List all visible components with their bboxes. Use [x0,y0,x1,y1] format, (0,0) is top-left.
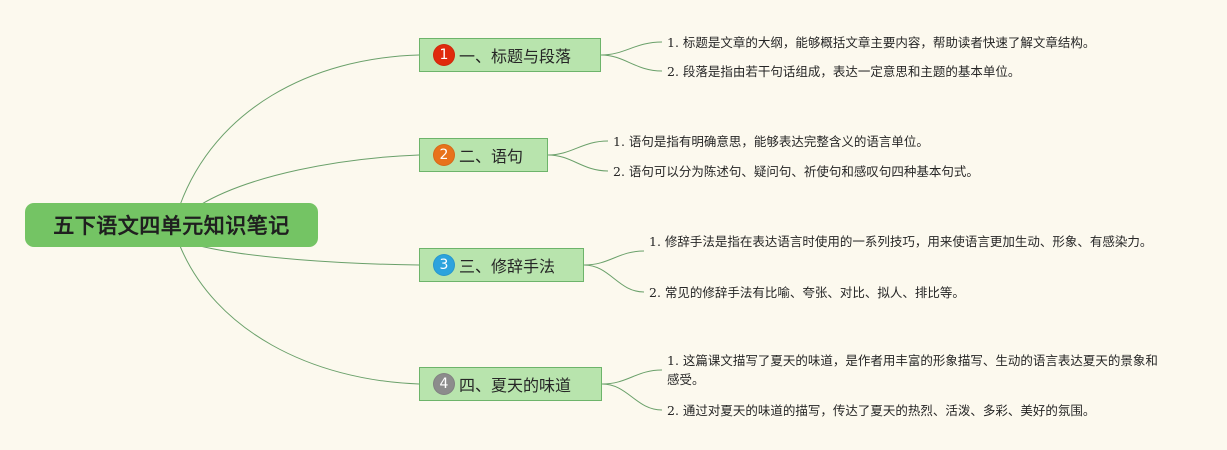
number-badge-icon: 2 [433,144,455,166]
connector-topic-3-note-2 [583,264,645,293]
connector-root-topic-1 [179,54,420,206]
connector-topic-3-note-1 [583,250,645,266]
topic-label: 二、语句 [459,147,524,166]
topic-4-note-1[interactable]: 1. 这篇课文描写了夏天的味道，是作者用丰富的形象描写、生动的语言表达夏天的景象… [667,353,1158,387]
connector-topic-4-note-1 [601,369,663,385]
number-badge-icon: 4 [433,373,455,395]
topic-3-node[interactable]: 3 三、修辞手法 [419,248,584,282]
connector-topic-2-note-1 [547,140,609,156]
topic-1-node[interactable]: 1 一、标题与段落 [419,38,601,72]
connector-topic-4-note-2 [601,383,663,411]
topic-label: 四、夏天的味道 [459,376,572,395]
connector-topic-1-note-2 [600,54,663,72]
topic-4-note-2[interactable]: 2. 通过对夏天的味道的描写，传达了夏天的热烈、活泼、多彩、美好的氛围。 [667,403,1096,418]
topic-3-note-1[interactable]: 1. 修辞手法是指在表达语言时使用的一系列技巧，用来使语言更加生动、形象、有感染… [649,234,1153,249]
connector-root-topic-2 [199,154,420,206]
root-topic[interactable]: 五下语文四单元知识笔记 [25,203,318,247]
topic-1-note-1[interactable]: 1. 标题是文章的大纲，能够概括文章主要内容，帮助读者快速了解文章结构。 [667,35,1096,50]
topic-label: 三、修辞手法 [459,257,556,276]
connector-topic-2-note-2 [547,154,609,172]
connector-root-topic-4 [179,245,420,385]
connector-topic-1-note-1 [600,41,663,56]
topic-2-note-2[interactable]: 2. 语句可以分为陈述句、疑问句、祈使句和感叹句四种基本句式。 [613,164,979,179]
topic-label: 一、标题与段落 [459,47,572,66]
number-badge-icon: 3 [433,254,455,276]
connector-root-topic-3 [199,245,420,266]
topic-2-note-1[interactable]: 1. 语句是指有明确意思，能够表达完整含义的语言单位。 [613,134,929,149]
topic-3-note-2[interactable]: 2. 常见的修辞手法有比喻、夸张、对比、拟人、排比等。 [649,285,965,300]
number-badge-icon: 1 [433,44,455,66]
topic-4-node[interactable]: 4 四、夏天的味道 [419,367,602,401]
topic-1-note-2[interactable]: 2. 段落是指由若干句话组成，表达一定意思和主题的基本单位。 [667,64,1021,79]
topic-2-node[interactable]: 2 二、语句 [419,138,548,172]
